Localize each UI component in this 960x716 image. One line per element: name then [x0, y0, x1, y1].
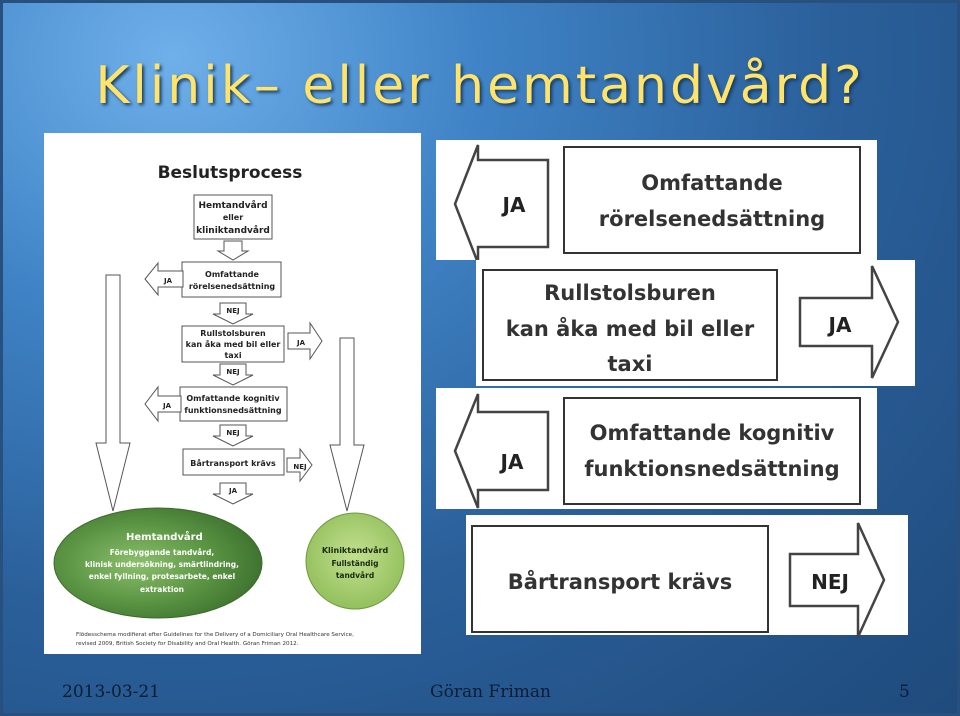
flowchart-source-line1: Flödesschema modifierat efter Guidelines… — [76, 632, 354, 638]
flow-ja-down-arrow — [212, 482, 254, 505]
flowchart-panel: Beslutsprocess Hemtandvård eller klinikt… — [44, 133, 421, 654]
flow-long-left-arrow — [95, 274, 131, 512]
home-outcome-line4: extraktion — [140, 585, 184, 594]
flow-nej-label-3: NEJ — [226, 429, 239, 437]
flow-ja-label-3: JA — [162, 402, 172, 410]
footer-page-number: 5 — [899, 682, 910, 702]
flow-box-wheelchair-line2: kan åka med bil eller — [186, 339, 281, 349]
flow-nej-label-2: NEJ — [226, 368, 239, 376]
flow-start-line2: eller — [223, 213, 243, 222]
flow-ja-left-arrow-2 — [144, 385, 182, 423]
flow-box-cognitive-line1: Omfattande kognitiv — [186, 394, 280, 403]
flow-box-cognitive-line2: funktionsnedsättning — [184, 406, 282, 415]
flow-box-movement-line2: rörelsenedsättning — [189, 282, 276, 291]
flow-nej-label-4: NEJ — [293, 463, 306, 471]
flow-down-arrow-1 — [216, 240, 250, 261]
clinic-outcome-line2: tandvård — [336, 571, 374, 580]
clinic-outcome-title: Kliniktandvård — [322, 545, 389, 555]
flow-nej-arrow-3 — [212, 424, 254, 447]
flow-ja-label-4: JA — [228, 487, 238, 495]
clinic-outcome-line1: Fullständig — [332, 559, 379, 568]
home-outcome-ellipse — [53, 507, 263, 619]
flowchart-svg: Beslutsprocess Hemtandvård eller klinikt… — [53, 163, 405, 647]
flow-box-stretcher-label: Bårtransport krävs — [190, 458, 276, 468]
footer-date: 2013-03-21 — [62, 682, 161, 702]
flow-nej-label-1: NEJ — [226, 307, 239, 315]
flow-ja-right-arrow — [287, 321, 323, 361]
flow-start-line3: kliniktandvård — [196, 225, 270, 236]
flow-box-wheelchair-line1: Rullstolsburen — [200, 329, 266, 338]
footer-author: Göran Friman — [430, 682, 551, 702]
flow-box-wheelchair-line3: taxi — [224, 351, 241, 360]
flow-nej-right-arrow — [286, 447, 313, 483]
clinic-outcome-circle — [305, 512, 405, 610]
flow-box-movement — [181, 261, 282, 298]
flowchart-heading: Beslutsprocess — [158, 163, 303, 183]
home-outcome-line3: enkel fyllning, protesarbete, enkel — [89, 572, 235, 581]
flow-box-cognitive — [179, 386, 288, 422]
home-outcome-title: Hemtandvård — [126, 530, 203, 543]
flow-ja-left-arrow-1 — [144, 261, 184, 297]
flow-long-right-arrow — [329, 337, 365, 512]
home-outcome-line2: klinisk undersökning, smärtlindring, — [85, 560, 239, 569]
flow-nej-arrow-1 — [212, 302, 254, 325]
flowchart-source-line2: revised 2009, British Society for Disabi… — [76, 641, 299, 647]
flow-ja-label-1: JA — [163, 277, 173, 285]
flow-start-box — [193, 194, 273, 240]
slide-title: Klinik– eller hemtandvård? — [95, 56, 865, 116]
flow-nej-arrow-2 — [212, 363, 254, 386]
flow-ja-label-2: JA — [296, 339, 306, 347]
flow-box-movement-line1: Omfattande — [205, 270, 259, 279]
flow-start-line1: Hemtandvård — [198, 200, 267, 211]
flow-box-stretcher — [182, 448, 285, 476]
flow-box-wheelchair — [181, 325, 285, 363]
home-outcome-line1: Förebyggande tandvård, — [110, 548, 215, 557]
